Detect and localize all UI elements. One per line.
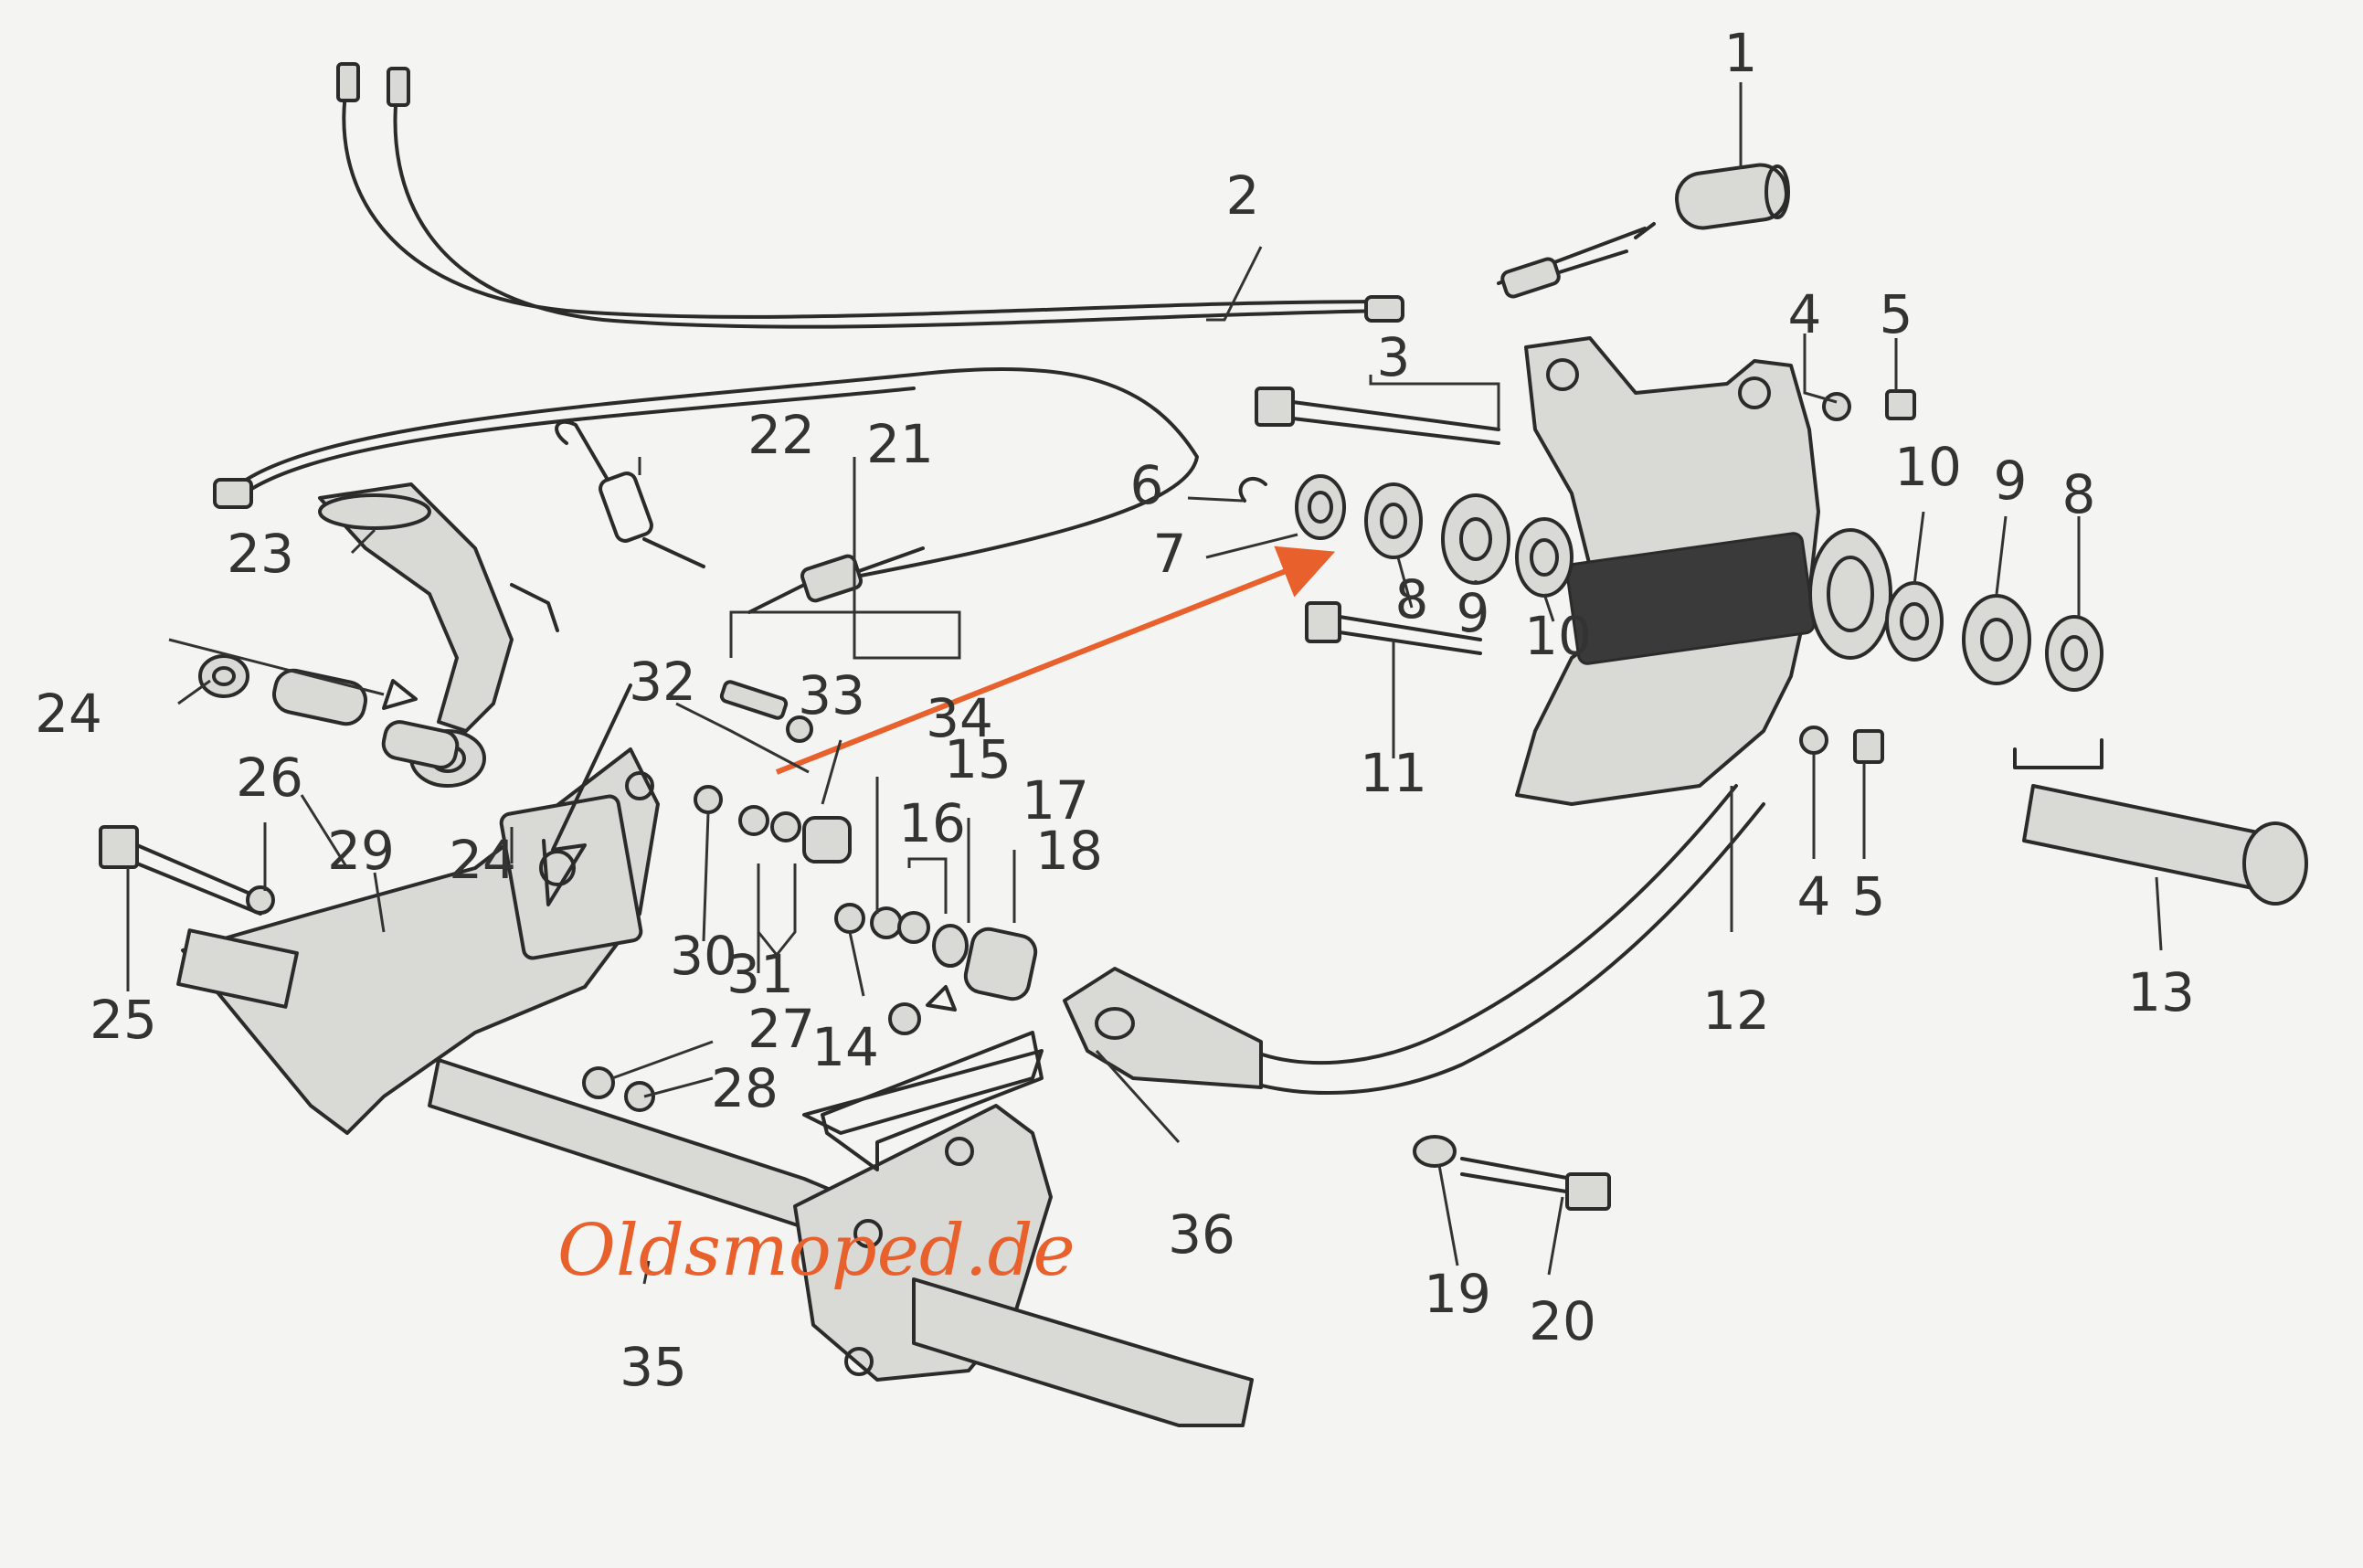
label-15: 15 — [944, 728, 1012, 790]
assembly-arrow — [542, 683, 632, 906]
label-8-right: 8 — [2062, 463, 2096, 525]
frame-part-35 — [176, 747, 1254, 1427]
axle-spacers — [1238, 389, 2103, 764]
part-numbers: 1 2 3 4 5 6 7 8 9 10 10 9 8 11 4 5 12 13… — [35, 22, 2195, 1398]
label-19: 19 — [1424, 1263, 1491, 1325]
bush-part-33 — [802, 816, 852, 863]
label-26: 26 — [236, 747, 303, 809]
small-parts-14-18 — [834, 818, 1038, 1035]
nut-part-28 — [624, 1081, 655, 1112]
washer-part-26 — [246, 885, 275, 915]
circlip-part-6 — [1238, 477, 1267, 503]
cable-terminal — [336, 62, 360, 102]
label-21: 21 — [866, 413, 934, 475]
nut-part-14 — [834, 903, 865, 934]
axle-pin-part-13 — [2013, 738, 2308, 906]
label-30: 30 — [670, 925, 737, 987]
nut-part-5 — [1885, 389, 1916, 420]
label-22: 22 — [747, 404, 815, 466]
seal-part-8-right — [2045, 615, 2103, 692]
label-5-bottom: 5 — [1852, 865, 1886, 927]
bolt-part-11 — [1305, 601, 1482, 655]
label-34: 34 — [926, 687, 993, 749]
pedal-guide-arrow — [168, 638, 385, 696]
label-24-right: 24 — [449, 829, 516, 891]
cable-terminal — [387, 67, 410, 107]
washer-part-16 — [932, 924, 969, 968]
bearing-part-9 — [1441, 493, 1510, 585]
label-2: 2 — [1226, 164, 1260, 227]
watermark: Oldsmoped.de — [557, 1210, 1076, 1292]
label-23: 23 — [227, 523, 294, 585]
label-8-left: 8 — [1395, 568, 1429, 630]
spring-part-22 — [555, 419, 705, 568]
label-5-top: 5 — [1880, 283, 1913, 345]
label-3: 3 — [1377, 326, 1411, 388]
label-14: 14 — [811, 1016, 879, 1078]
pull-rod-part-36 — [1063, 967, 1263, 1089]
washer-part-30 — [694, 785, 723, 814]
label-31: 31 — [726, 943, 794, 1005]
label-25: 25 — [90, 989, 157, 1051]
highlight-arrow — [775, 546, 1336, 775]
nut-part-5-lower — [1853, 729, 1884, 764]
label-11: 11 — [1360, 742, 1427, 804]
label-13: 13 — [2127, 961, 2195, 1023]
label-29: 29 — [327, 820, 395, 882]
label-28: 28 — [711, 1057, 779, 1119]
cable-nipple — [1364, 295, 1404, 323]
label-6: 6 — [1130, 454, 1164, 516]
cable-adjuster-part-21 — [747, 546, 925, 614]
bolt-part-20 — [1460, 1157, 1611, 1211]
bush-part-17 — [963, 927, 1038, 1001]
label-27: 27 — [747, 998, 815, 1060]
label-17: 17 — [1022, 769, 1089, 832]
bolt-part-3 — [1255, 387, 1500, 445]
cable-end — [213, 478, 253, 509]
assembly-arrow-lower — [821, 1031, 1044, 1171]
label-20: 20 — [1529, 1290, 1596, 1352]
label-7: 7 — [1153, 523, 1187, 585]
label-33: 33 — [798, 664, 865, 726]
label-1: 1 — [1724, 22, 1758, 84]
washer-part-27 — [582, 1066, 615, 1099]
spacer-part-10 — [1515, 517, 1574, 598]
washer-part-4 — [1822, 392, 1851, 421]
label-32: 32 — [629, 651, 696, 713]
cable-adjuster — [1500, 257, 1561, 299]
pivot-shaft-part-29 — [272, 668, 486, 788]
label-9-right: 9 — [1994, 450, 2028, 512]
label-24-left: 24 — [35, 683, 102, 745]
cable-assembly — [213, 62, 1656, 587]
label-16: 16 — [898, 792, 966, 854]
spacer-part-10-right — [1885, 581, 1944, 662]
sleeve-part-1 — [1675, 163, 1790, 230]
label-4-top: 4 — [1788, 283, 1822, 345]
label-9-left: 9 — [1457, 582, 1490, 644]
washer-part-19 — [1413, 1135, 1457, 1168]
label-18: 18 — [1035, 820, 1103, 882]
leader-lines — [126, 82, 2163, 1285]
label-35: 35 — [620, 1336, 687, 1398]
screw-part-32 — [719, 680, 789, 720]
brake-pedal-part-23 — [318, 482, 559, 733]
seal-part-8 — [1364, 482, 1423, 559]
swing-arm-part-12 — [1250, 336, 1892, 1096]
washer-part-7 — [1295, 474, 1346, 540]
label-4-bottom: 4 — [1797, 865, 1831, 927]
bearing-part-9-right — [1962, 594, 2031, 685]
label-10-left: 10 — [1524, 605, 1592, 667]
washer-part-4-lower — [1799, 726, 1828, 755]
washer-part-31 — [738, 805, 769, 836]
label-12: 12 — [1702, 980, 1770, 1042]
label-36: 36 — [1168, 1203, 1235, 1266]
small-parts-30-34 — [694, 680, 852, 958]
bolt-part-25 — [99, 825, 267, 916]
label-10-right: 10 — [1894, 436, 1962, 498]
washer-part-24 — [198, 654, 249, 698]
